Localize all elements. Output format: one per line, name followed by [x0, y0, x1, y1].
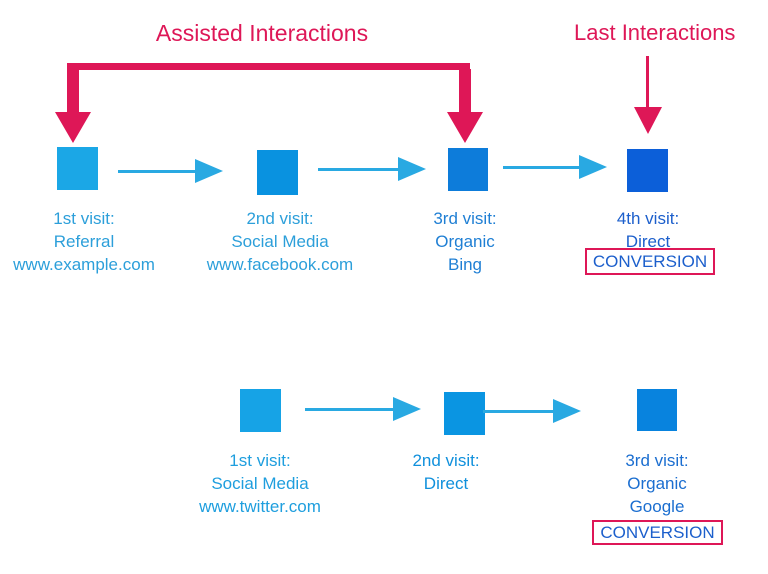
assisted-bracket-bar: [67, 63, 470, 70]
step-label-line: www.example.com: [13, 255, 155, 274]
assisted-arrowhead-right-icon: [447, 112, 483, 143]
journey2-arrow1-line: [305, 408, 395, 411]
journey1-step4-label: 4th visit: Direct: [568, 207, 728, 253]
journey1-arrow2-head-icon: [398, 157, 426, 181]
journey1-step3-node: [448, 148, 488, 191]
journey2-step3-label: 3rd visit: Organic Google: [577, 449, 737, 518]
last-interaction-arrowhead-icon: [634, 107, 662, 134]
step-label-line: www.facebook.com: [206, 255, 354, 274]
assisted-bracket-right-shaft: [459, 69, 471, 113]
journey2-step2-node: [444, 392, 485, 435]
journey1-step3-label: 3rd visit: Organic Bing: [385, 207, 545, 276]
journey2-step3-node: [637, 389, 677, 431]
journey1-step2-node: [257, 150, 298, 195]
last-interaction-arrow-shaft: [646, 56, 649, 108]
step-label-line: www.twitter.com: [199, 497, 321, 516]
last-interactions-title: Last Interactions: [574, 20, 736, 45]
step-label-line: 1st visit:: [229, 451, 291, 470]
assisted-bracket-left-shaft: [67, 69, 79, 113]
journey1-step2-label: 2nd visit: Social Media www.facebook.com: [200, 207, 360, 276]
step-label-line: 2nd visit:: [246, 209, 314, 228]
journey1-arrow3-line: [503, 166, 581, 169]
journey2-arrow2-head-icon: [553, 399, 581, 423]
step-label-line: 2nd visit:: [412, 451, 480, 470]
step-label-line: Organic: [627, 474, 687, 493]
step-label-line: Direct: [625, 232, 671, 251]
journey2-arrow1-head-icon: [393, 397, 421, 421]
journey1-step1-label: 1st visit: Referral www.example.com: [4, 207, 164, 276]
journey1-arrow1-head-icon: [195, 159, 223, 183]
step-label-line: Organic: [435, 232, 495, 251]
step-label-line: Social Media: [231, 232, 329, 251]
journey1-step1-node: [57, 147, 98, 190]
step-label-line: 3rd visit:: [433, 209, 497, 228]
step-label-line: Direct: [423, 474, 469, 493]
journey1-arrow3-head-icon: [579, 155, 607, 179]
journey1-arrow1-line: [118, 170, 197, 173]
step-label-line: Bing: [447, 255, 483, 274]
assisted-arrowhead-left-icon: [55, 112, 91, 143]
journey2-step2-label: 2nd visit: Direct: [366, 449, 526, 495]
step-label-line: 3rd visit:: [625, 451, 689, 470]
journey1-arrow2-line: [318, 168, 400, 171]
step-label-line: Social Media: [211, 474, 309, 493]
step-label-line: 4th visit:: [616, 209, 680, 228]
step-label-line: Google: [629, 497, 685, 516]
journey2-step1-node: [240, 389, 281, 432]
assisted-interactions-title: Assisted Interactions: [155, 20, 369, 46]
journey2-step1-label: 1st visit: Social Media www.twitter.com: [180, 449, 340, 518]
journey2-arrow2-line: [483, 410, 555, 413]
journey1-step4-node: [627, 149, 668, 192]
step-label-line: Referral: [53, 232, 115, 251]
journey2-conversion-badge: CONVERSION: [592, 520, 723, 545]
journey1-conversion-badge: CONVERSION: [585, 248, 715, 275]
step-label-line: 1st visit:: [53, 209, 115, 228]
